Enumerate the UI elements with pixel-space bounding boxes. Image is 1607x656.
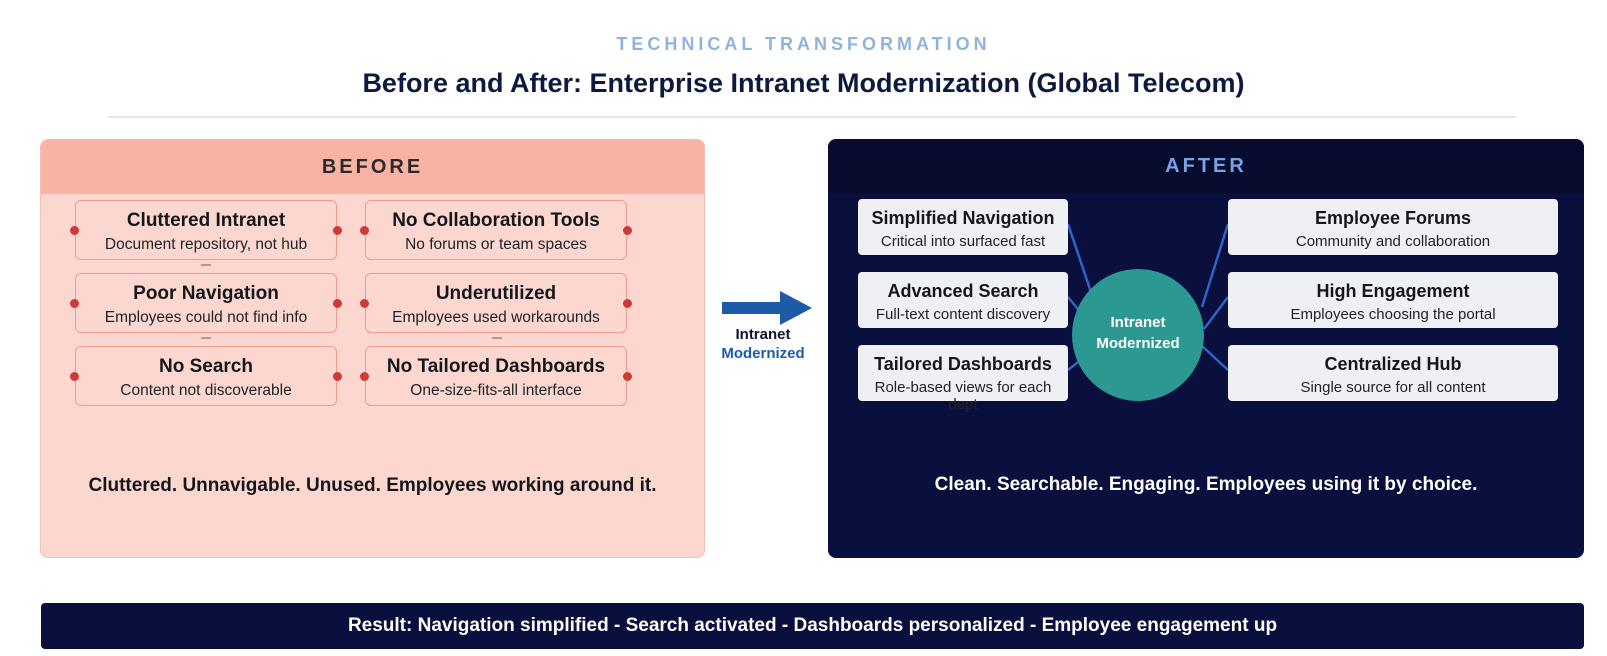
eyebrow-label: TECHNICAL TRANSFORMATION <box>616 34 991 54</box>
connector-dot <box>623 299 632 308</box>
before-box-subtitle: No forums or team spaces <box>405 236 587 253</box>
before-box-poor-navigation: Poor Navigation Employees could not find… <box>70 273 342 333</box>
before-box-subtitle: One-size-fits-all interface <box>410 382 582 399</box>
connector-dot <box>333 226 342 235</box>
before-box-subtitle: Employees used workarounds <box>392 309 600 326</box>
separator-dash <box>201 264 211 266</box>
connector-line <box>1201 345 1229 371</box>
connector-dot <box>360 226 369 235</box>
before-box-underutilized: Underutilized Employees used workarounds <box>360 273 632 333</box>
hub-label-line1: Intranet <box>1110 314 1166 331</box>
hub-label-line2: Modernized <box>1096 335 1180 352</box>
arrow-right-icon <box>722 291 812 325</box>
connector-dot <box>360 299 369 308</box>
before-box-title: Poor Navigation <box>133 283 279 304</box>
connector-line <box>1200 223 1230 308</box>
after-box-tailored-dashboards: Tailored Dashboards Role-based views for… <box>858 345 1068 413</box>
before-header: BEFORE <box>41 140 704 194</box>
page-title: Before and After: Enterprise Intranet Mo… <box>362 68 1245 98</box>
before-box-no-collaboration: No Collaboration Tools No forums or team… <box>360 200 632 260</box>
connector-dot <box>623 226 632 235</box>
after-box-title: Simplified Navigation <box>871 208 1055 228</box>
arrow-head <box>780 291 812 325</box>
before-box-title: Cluttered Intranet <box>126 210 286 231</box>
before-box-title: No Search <box>159 356 253 377</box>
after-box-title: Advanced Search <box>887 281 1039 301</box>
connector-dot <box>70 226 79 235</box>
separator-dash <box>201 337 211 339</box>
after-box-title: Centralized Hub <box>1324 354 1462 374</box>
transition-label-line1: Intranet <box>735 326 791 343</box>
before-box-title: Underutilized <box>435 283 557 304</box>
hub-circle: Intranet Modernized <box>1072 269 1204 401</box>
after-box-subtitle: Full-text content discovery <box>875 306 1051 323</box>
after-box-title: Employee Forums <box>1314 208 1472 228</box>
before-box-subtitle: Employees could not find info <box>104 309 308 326</box>
connector-dot <box>333 299 342 308</box>
result-banner: Result: Navigation simplified - Search a… <box>41 603 1584 649</box>
connector-dot <box>70 372 79 381</box>
before-box-subtitle: Document repository, not hub <box>104 236 308 253</box>
after-box-subtitle: Single source for all content <box>1300 379 1486 396</box>
connector-dot <box>333 372 342 381</box>
arrow-shaft <box>722 302 782 314</box>
before-box-no-dashboards: No Tailored Dashboards One-size-fits-all… <box>360 346 632 406</box>
after-panel: AFTER Simplified Navigation Critical int… <box>828 139 1584 558</box>
before-box-title: No Collaboration Tools <box>392 210 600 231</box>
after-box-subtitle: Community and collaboration <box>1295 233 1491 250</box>
before-box-subtitle: Content not discoverable <box>120 382 292 399</box>
connector-dot <box>70 299 79 308</box>
before-box-cluttered-intranet: Cluttered Intranet Document repository, … <box>70 200 342 260</box>
title-divider <box>108 116 1516 118</box>
after-box-high-engagement: High Engagement Employees choosing the p… <box>1228 272 1558 328</box>
after-box-subtitle: Employees choosing the portal <box>1290 306 1496 323</box>
before-panel: BEFORE Cluttered Intranet Document repos… <box>40 139 705 558</box>
after-box-title: Tailored Dashboards <box>874 354 1052 374</box>
connector-dot <box>623 372 632 381</box>
before-box-no-search: No Search Content not discoverable <box>70 346 342 406</box>
after-box-subtitle: Role-based views for each dept <box>874 379 1052 413</box>
after-box-title: High Engagement <box>1316 281 1470 301</box>
after-box-simplified-navigation: Simplified Navigation Critical into surf… <box>858 199 1068 255</box>
after-caption: Clean. Searchable. Engaging. Employees u… <box>934 474 1478 495</box>
before-caption: Cluttered. Unnavigable. Unused. Employee… <box>88 475 657 496</box>
after-box-employee-forums: Employee Forums Community and collaborat… <box>1228 199 1558 255</box>
before-box-title: No Tailored Dashboards <box>386 356 606 377</box>
after-header: AFTER <box>828 139 1584 193</box>
transition-label-line2: Modernized <box>721 345 805 362</box>
after-box-centralized-hub: Centralized Hub Single source for all co… <box>1228 345 1558 401</box>
connector-line <box>1203 296 1229 330</box>
separator-dash <box>492 337 502 339</box>
after-box-advanced-search: Advanced Search Full-text content discov… <box>858 272 1068 328</box>
connector-dot <box>360 372 369 381</box>
after-box-subtitle: Critical into surfaced fast <box>880 233 1046 250</box>
